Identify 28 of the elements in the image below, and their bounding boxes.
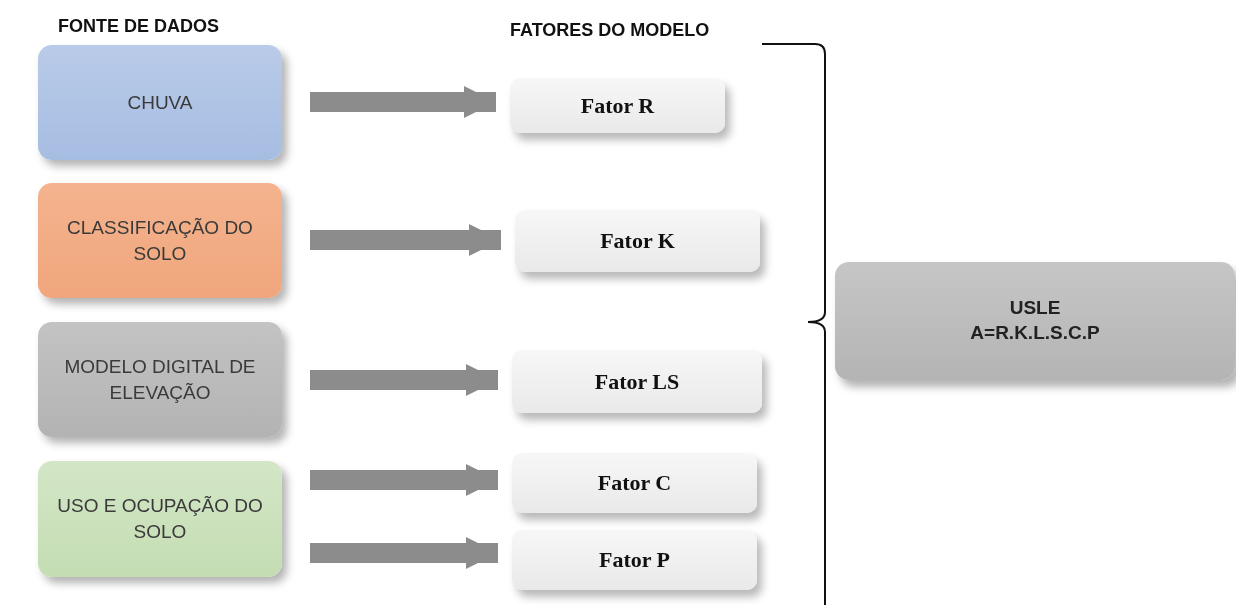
factor-box [512,350,762,413]
column-heading: FATORES DO MODELO [510,20,710,41]
block-arrow [310,464,498,496]
source-label: MODELO DIGITAL DE ELEVAÇÃO [63,354,257,405]
source-label: CLASSIFICAÇÃO DO SOLO [66,215,254,266]
factor-box [510,78,725,133]
factor-label: Fator C [597,470,672,496]
data-source-box [38,322,282,437]
result-box [835,262,1235,380]
data-source-box [38,461,282,577]
factor-box [512,453,757,513]
result-title: USLE [1009,296,1061,321]
data-source-box [38,183,282,298]
data-source-box [38,45,282,160]
block-arrow [310,224,501,256]
block-arrow [310,364,498,396]
factor-label: Fator LS [594,368,680,395]
block-arrow [310,86,496,118]
source-label: CHUVA [127,90,193,115]
factor-box [515,210,760,272]
factor-box [512,530,757,590]
factor-label: Fator K [600,228,675,254]
column-heading: FONTE DE DADOS [58,16,219,37]
block-arrow [310,537,498,569]
formula: A=R.K.L.S.C.P [970,321,1100,345]
factor-label: Fator R [580,92,655,119]
source-label: USO E OCUPAÇÃO DO SOLO [56,494,264,544]
factor-label: Fator P [598,547,671,573]
